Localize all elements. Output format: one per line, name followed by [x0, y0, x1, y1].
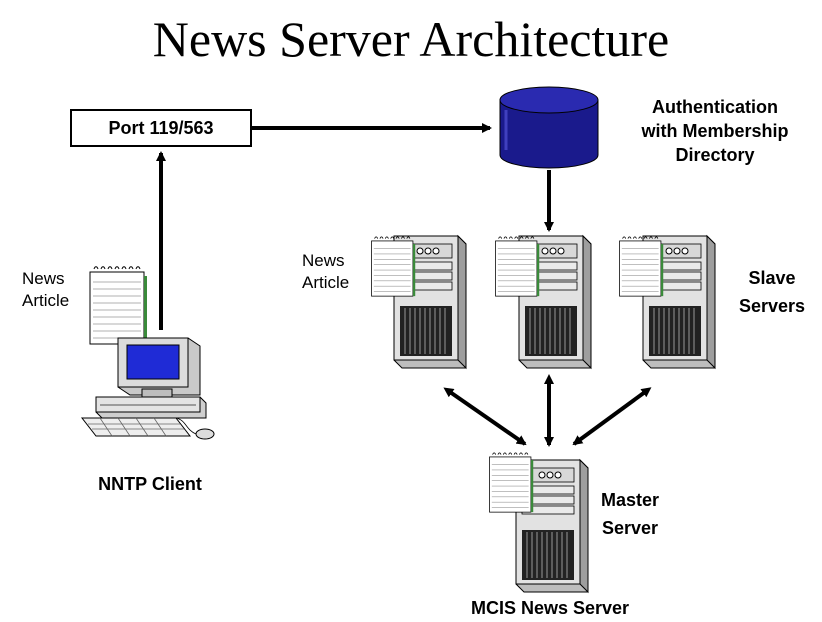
- slave-label-line: Slave: [748, 268, 796, 288]
- notepad-icon: [371, 236, 416, 297]
- port-box: Port 119/563: [70, 109, 252, 147]
- mcis-news-server-label: MCIS News Server: [470, 598, 630, 618]
- client-article-line: Article: [22, 291, 70, 310]
- master-label-line: Master: [600, 490, 660, 510]
- notepad-icon: [495, 236, 540, 297]
- auth-label-line: Authentication: [652, 97, 778, 117]
- notepad-icon: [489, 452, 534, 513]
- arrow-right-slave-master: [572, 387, 652, 446]
- notepad-icon: [89, 266, 148, 345]
- client-article-line: News: [22, 269, 65, 288]
- page-title: News Server Architecture: [152, 11, 670, 67]
- auth-label: Authentication with Membership Directory: [610, 95, 820, 167]
- notepad-icon: [619, 236, 664, 297]
- computer-icon: [80, 337, 215, 440]
- client-article-label: News Article: [22, 268, 69, 312]
- server-article-label: News Article: [302, 250, 349, 294]
- slave-label-line: Servers: [738, 296, 806, 316]
- database-icon: [499, 86, 599, 169]
- server-article-line: Article: [302, 273, 350, 292]
- master-server-label: Master Server: [580, 486, 680, 542]
- arrow-left-slave-master: [443, 387, 527, 446]
- server-article-line: News: [302, 251, 345, 270]
- nntp-client-label: NNTP Client: [98, 474, 202, 494]
- auth-label-line: with Membership: [641, 121, 789, 141]
- slave-servers-label: Slave Servers: [722, 264, 822, 320]
- master-label-line: Server: [601, 518, 659, 538]
- auth-label-line: Directory: [675, 145, 755, 165]
